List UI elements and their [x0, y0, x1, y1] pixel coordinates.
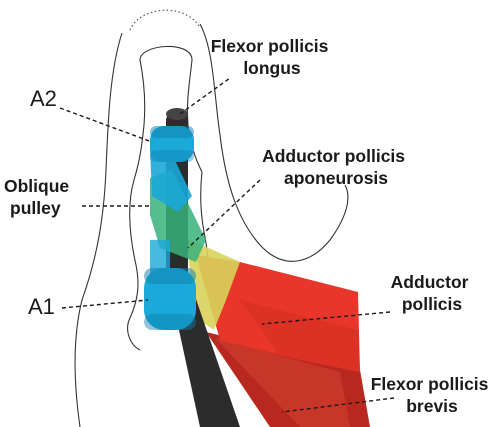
label-ap-line2: pollicis	[402, 294, 463, 314]
label-fpb-line2: brevis	[406, 396, 458, 416]
a1-pulley	[144, 268, 196, 330]
label-oblique-pulley: Oblique pulley	[4, 176, 74, 218]
label-flp-line2: longus	[243, 58, 301, 78]
label-flexor-pollicis-brevis: Flexor pollicis brevis	[371, 374, 494, 416]
leader-brevis	[281, 397, 395, 413]
label-apa-line1: Adductor pollicis	[262, 146, 405, 166]
leader-a1	[61, 299, 149, 309]
leader-fpl	[179, 77, 231, 115]
thumb-skin-outline	[74, 32, 123, 427]
label-flexor-pollicis-longus: Flexor pollicis longus	[211, 36, 334, 78]
leader-lines	[59, 77, 395, 413]
phalanx-left-outline	[127, 59, 146, 351]
leader-a2	[59, 107, 153, 143]
label-ap-line1: Adductor	[391, 272, 469, 292]
label-fpb-line1: Flexor pollicis	[371, 374, 489, 394]
a2-pulley	[150, 126, 194, 162]
label-op-line2: pulley	[10, 198, 61, 218]
label-apa-line2: aponeurosis	[284, 168, 388, 188]
leader-adductor	[261, 311, 391, 325]
fpl-tendon-tip	[166, 108, 188, 120]
flexor-pollicis-brevis-highlight	[215, 338, 350, 427]
label-a2: A2	[30, 86, 57, 111]
label-adductor-pollicis-aponeurosis: Adductor pollicis aponeurosis	[262, 146, 410, 188]
label-op-line1: Oblique	[4, 176, 69, 196]
oblique-pulley-upper-blue	[150, 150, 192, 212]
thumb-skin-outline-right	[199, 23, 349, 262]
label-a1: A1	[28, 294, 55, 319]
nail-outline	[129, 9, 201, 31]
label-adductor-pollicis: Adductor pollicis	[391, 272, 474, 314]
leader-aponeurosis	[187, 179, 261, 249]
adductor-aponeurosis	[186, 238, 240, 330]
label-flp-line1: Flexor pollicis	[211, 36, 329, 56]
adductor-pollicis-shading	[240, 300, 360, 372]
